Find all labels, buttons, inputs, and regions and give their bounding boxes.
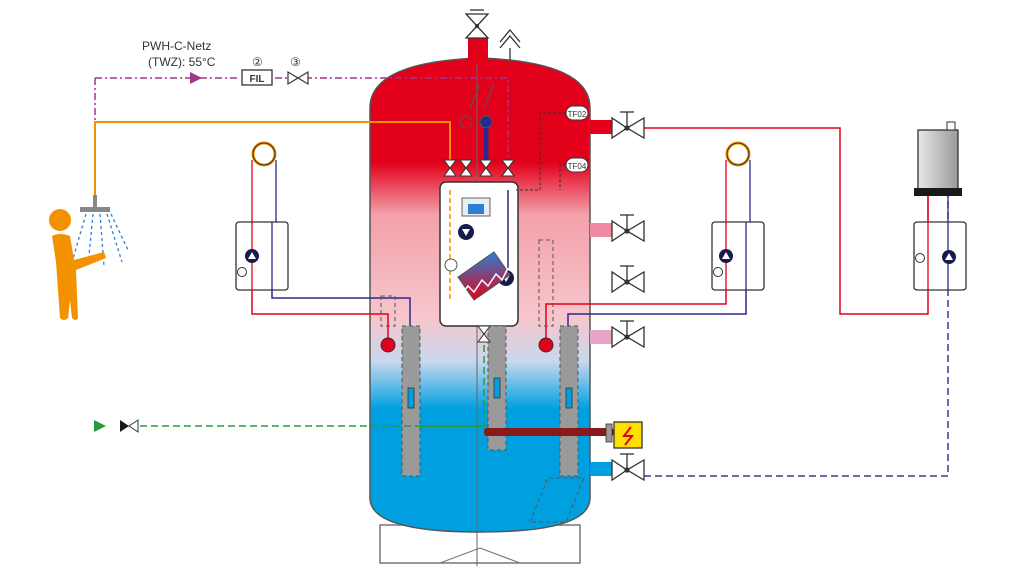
right-pump-group bbox=[711, 221, 765, 291]
heating-element-rod bbox=[484, 428, 614, 436]
right-tank-supply-port bbox=[538, 337, 554, 353]
sensor-signal-line-2 bbox=[559, 164, 566, 190]
filter-label: FIL bbox=[250, 74, 265, 85]
boiler-return-line bbox=[644, 196, 949, 477]
left-group-return-to-tank bbox=[271, 290, 411, 340]
svg-text:TF02: TF02 bbox=[568, 110, 587, 119]
left-tank-supply-port bbox=[380, 337, 396, 353]
supply-title: PWH-C-Netz bbox=[142, 39, 211, 53]
circulation-line-2 bbox=[275, 77, 509, 160]
right-group-supply-to-tank bbox=[545, 290, 727, 340]
number-2: ② bbox=[252, 55, 263, 69]
left-dip-tube-upper bbox=[380, 295, 396, 327]
tank-port-lower bbox=[590, 330, 612, 344]
tank-stand-diagonal-right bbox=[479, 547, 521, 564]
boiler bbox=[914, 121, 962, 196]
module-flow-meter bbox=[444, 258, 458, 272]
tank-port-bottom bbox=[590, 462, 612, 476]
circulation-check-valve bbox=[190, 72, 202, 84]
right-radiator-coil bbox=[725, 141, 751, 167]
tank-port-middle bbox=[590, 223, 612, 237]
supply-spec: (TWZ): 55°C bbox=[148, 55, 216, 69]
left-pump-group bbox=[235, 221, 289, 291]
module-display bbox=[468, 204, 484, 214]
left-group-supply-to-tank bbox=[251, 290, 389, 340]
circulation-shutoff-valve bbox=[287, 70, 309, 86]
coil-hot-port bbox=[459, 115, 473, 129]
bottom-inlet-diffuser bbox=[529, 477, 585, 523]
cold-water-check-valve bbox=[94, 420, 106, 432]
coil-feed-tube-2 bbox=[483, 83, 495, 109]
filter-box bbox=[241, 69, 273, 86]
heat-exchanger-zigzag bbox=[459, 267, 509, 297]
tank-top-nozzle bbox=[468, 38, 488, 60]
dhw-supply-line bbox=[94, 121, 451, 195]
fresh-water-module bbox=[439, 181, 519, 327]
right-dip-tube-window bbox=[565, 387, 573, 409]
center-dip-tube-window bbox=[493, 377, 501, 399]
safety-valve-icon bbox=[464, 9, 490, 39]
heating-element-flange bbox=[605, 423, 613, 443]
boiler-pump-group bbox=[913, 196, 967, 291]
sensor-tf04: TF04 bbox=[565, 157, 589, 173]
air-vent-icon bbox=[499, 28, 521, 60]
number-3: ③ bbox=[290, 55, 301, 69]
tank-stand-diagonal-left bbox=[439, 547, 481, 564]
person-icon bbox=[49, 209, 106, 320]
cold-water-module-valve bbox=[477, 325, 491, 343]
sensor-tf02: TF02 bbox=[565, 105, 589, 121]
port-valves bbox=[611, 111, 645, 482]
cold-water-shutoff-valve bbox=[120, 419, 139, 433]
left-radiator-coil bbox=[251, 141, 277, 167]
lightning-icon bbox=[613, 421, 643, 449]
module-valves bbox=[443, 159, 515, 177]
sensor-signal-line bbox=[516, 112, 566, 191]
boiler-supply-line bbox=[644, 127, 929, 315]
right-dip-tube-upper bbox=[538, 239, 554, 327]
tank-port-top bbox=[590, 120, 612, 134]
left-dip-tube-window bbox=[407, 387, 415, 409]
coil-return-port bbox=[479, 115, 493, 129]
svg-text:TF04: TF04 bbox=[568, 162, 587, 171]
coil-feed-tube-1 bbox=[469, 83, 481, 109]
